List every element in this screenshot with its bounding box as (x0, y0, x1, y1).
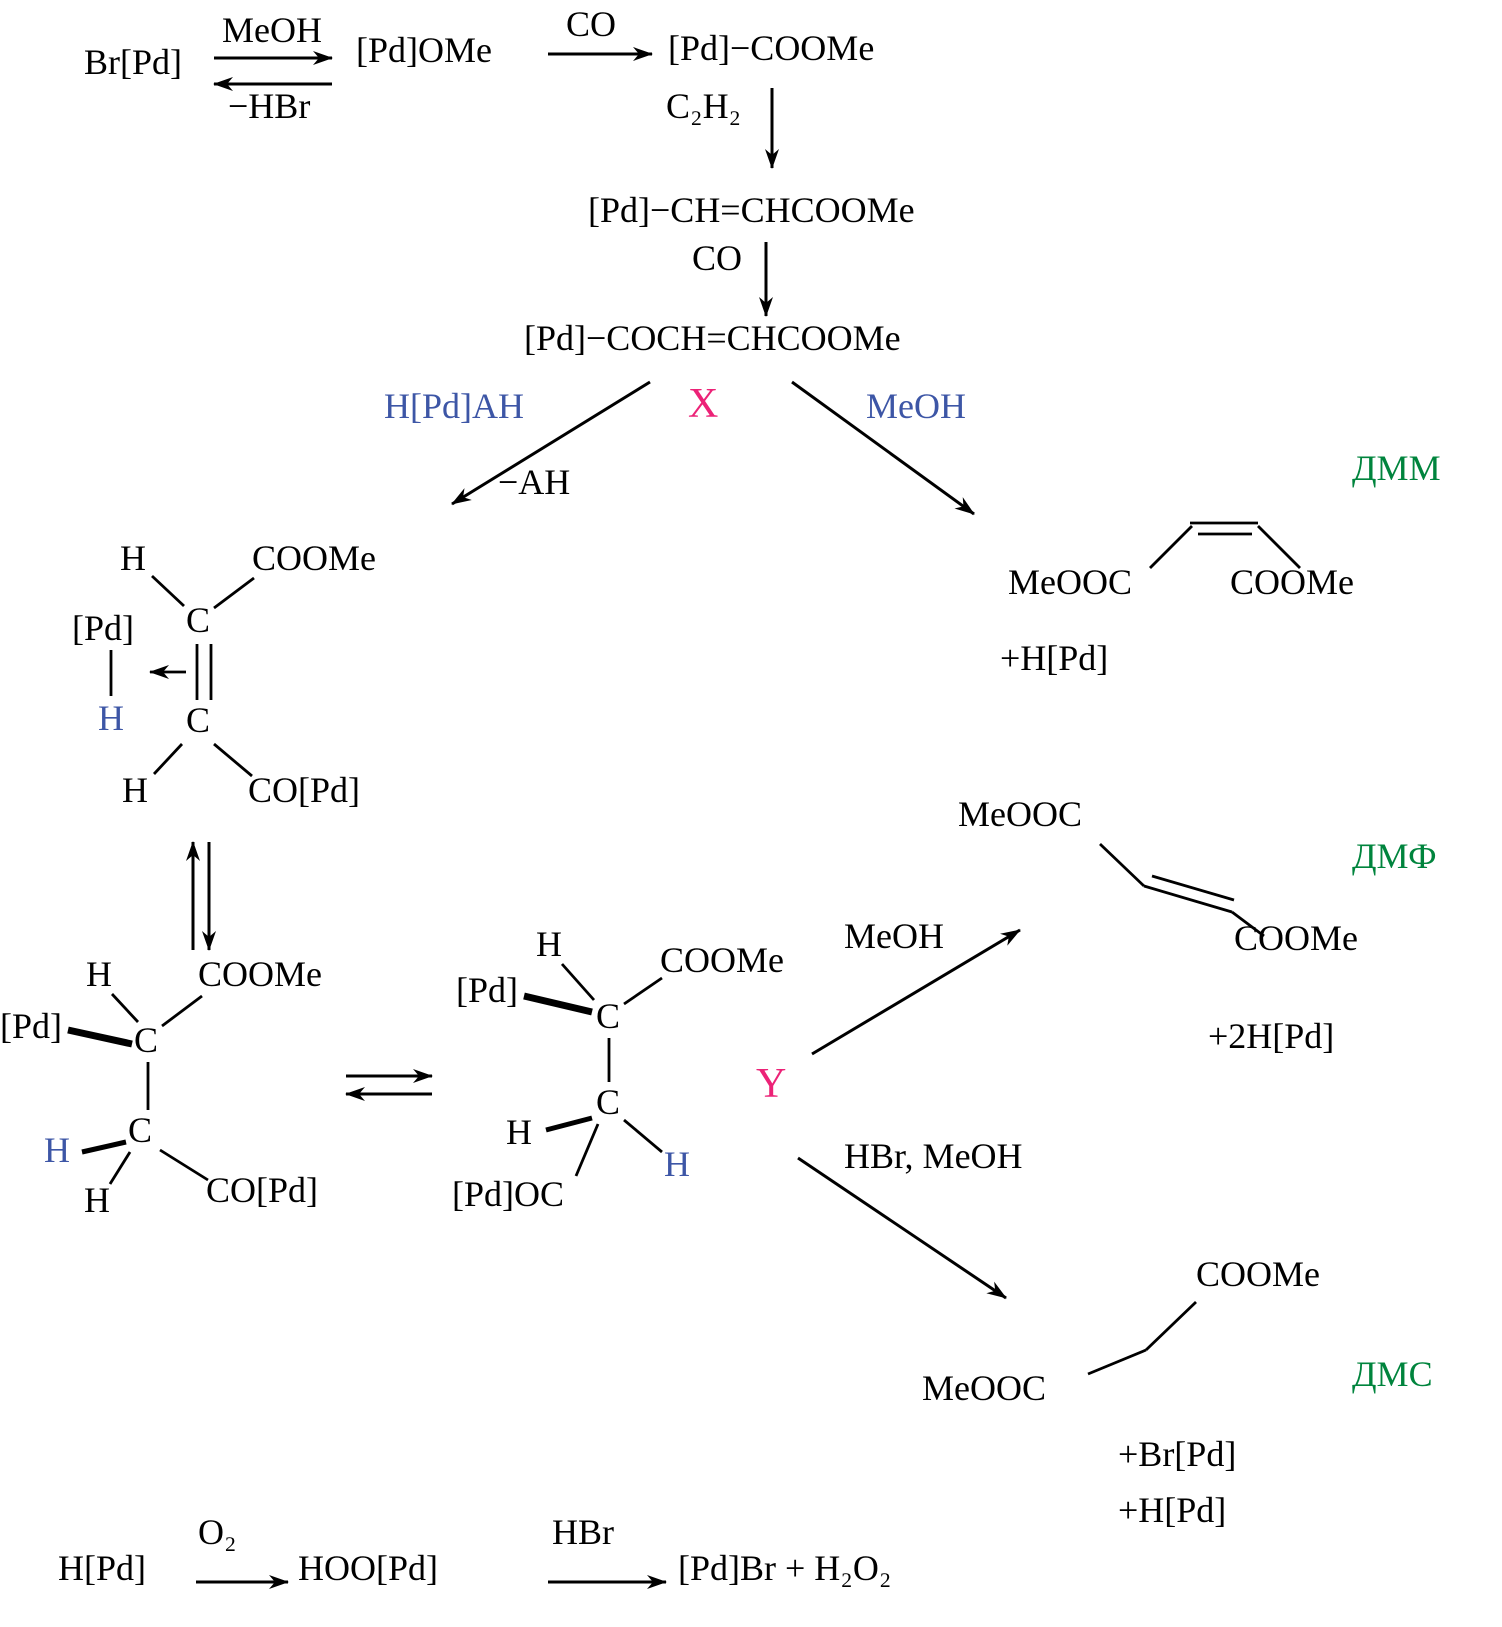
label-dmm-meooc: MeOOC (1008, 562, 1132, 602)
label-a2-c-top: C (596, 996, 621, 1036)
equilibrium-arrow-top (213, 51, 333, 91)
label-dms-plus-hpd: +H[Pd] (1118, 1490, 1227, 1530)
label-a2-coome: COOMe (660, 940, 784, 980)
bond-alkyl-left (67, 993, 209, 1185)
label-v1-copd: CO[Pd] (248, 770, 361, 810)
label-dms-meooc: MeOOC (922, 1368, 1046, 1408)
label-co-top: CO (566, 4, 617, 44)
label-a2-h-blue: H (664, 1144, 690, 1184)
bond-alkyl-right (523, 963, 663, 1177)
label-bottom-product: [Pd]Br + H₂O₂ (678, 1548, 892, 1588)
label-a1-coome: COOMe (198, 954, 322, 994)
label-v1-h-top: H (120, 538, 146, 578)
label-dms-coome: COOMe (1196, 1254, 1320, 1294)
label-a2-c-bot: C (596, 1082, 621, 1122)
label-h-pd-ah: H[Pd]AH (384, 386, 524, 426)
label-dmf: ДМФ (1352, 836, 1437, 876)
arrow-y-meoh (811, 928, 1021, 1056)
label-pd-ch-chcoome: [Pd]−CH=CHCOOMe (588, 190, 915, 230)
label-dmm: ДММ (1352, 448, 1441, 488)
label-a1-c-bot: C (128, 1110, 153, 1150)
label-a1-copd: CO[Pd] (206, 1170, 319, 1210)
label-y: Y (756, 1061, 787, 1107)
label-dmf-meooc: MeOOC (958, 794, 1082, 834)
label-co-mid: CO (692, 238, 743, 278)
label-a2-h-left: H (506, 1112, 532, 1152)
label-a1-h-blue: H (44, 1130, 70, 1170)
label-a1-pd: [Pd] (0, 1006, 62, 1046)
label-dms-plus-brpd: +Br[Pd] (1118, 1434, 1237, 1474)
label-meoh-right: MeOH (866, 386, 966, 426)
label-dmf-coome: COOMe (1234, 918, 1358, 958)
label-br-pd: Br[Pd] (84, 42, 182, 82)
label-a1-c-top: C (134, 1020, 159, 1060)
label-dmm-plus-hpd: +H[Pd] (1000, 638, 1109, 678)
bond-vinyl-intermediate (109, 574, 255, 778)
label-bottom-o2: O₂ (198, 1512, 237, 1552)
equilibrium-arrow-vertical (186, 841, 216, 951)
bond-dmf-skeleton (1099, 842, 1265, 938)
label-x: X (688, 381, 719, 427)
label-meoh-top: MeOH (222, 10, 322, 50)
label-v1-h-blue: H (98, 698, 124, 738)
bond-dmm-skeleton (1149, 521, 1301, 569)
label-v1-pd: [Pd] (72, 608, 134, 648)
label-a2-pdoc: [Pd]OC (452, 1174, 565, 1214)
arrow-branch-right (791, 380, 975, 516)
label-v1-c-top: C (186, 600, 211, 640)
bond-dms-skeleton (1087, 1300, 1197, 1376)
label-a1-h-bot: H (84, 1180, 110, 1220)
label-hbr-meoh: HBr, MeOH (844, 1136, 1023, 1176)
label-a2-pd: [Pd] (456, 970, 518, 1010)
label-pd-coome: [Pd]−COOMe (668, 28, 875, 68)
label-pd-coch-chcoome: [Pd]−COCH=CHCOOMe (524, 318, 901, 358)
label-v1-coome: COOMe (252, 538, 376, 578)
label-c2h2: C₂H₂ (666, 86, 742, 126)
label-meoh-y: MeOH (844, 916, 944, 956)
label-v1-c-bot: C (186, 700, 211, 740)
label-v1-h-bot: H (122, 770, 148, 810)
label-dmm-coome: COOMe (1230, 562, 1354, 602)
label-minus-ah: −AH (498, 462, 571, 502)
label-pd-ome: [Pd]OMe (356, 30, 492, 70)
label-bottom-hoopd: HOO[Pd] (298, 1548, 438, 1588)
arrow-y-hbr-meoh (797, 1156, 1007, 1300)
label-dms: ДМС (1352, 1354, 1433, 1394)
equilibrium-arrow-horizontal (345, 1069, 433, 1101)
arrow-branch-left (451, 380, 651, 506)
label-a1-h-top: H (86, 954, 112, 994)
label-a2-h-top: H (536, 924, 562, 964)
label-bottom-hbr: HBr (552, 1512, 614, 1552)
label-dmf-plus-2hpd: +2H[Pd] (1208, 1016, 1335, 1056)
label-minus-hbr: −HBr (228, 86, 311, 126)
label-bottom-hpd: H[Pd] (58, 1548, 146, 1588)
